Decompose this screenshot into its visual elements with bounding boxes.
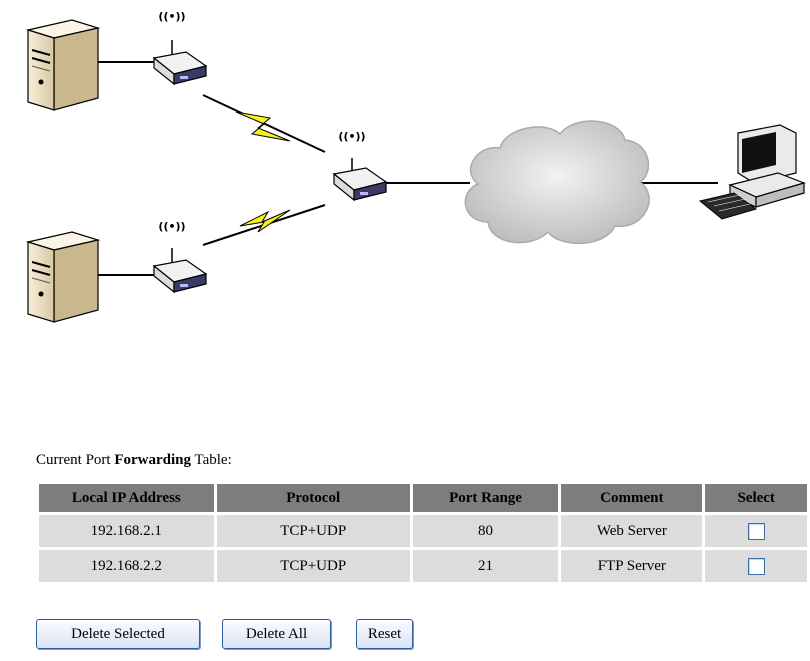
wireless-adapter-icon xyxy=(154,248,206,292)
wireless-adapter-icon xyxy=(154,40,206,84)
cell-select xyxy=(705,515,807,547)
table-header-row: Local IP Address Protocol Port Range Com… xyxy=(39,484,807,512)
select-checkbox[interactable] xyxy=(748,523,765,540)
cell-port-range: 80 xyxy=(413,515,558,547)
column-header-comment: Comment xyxy=(561,484,702,512)
wifi-signal-icon: ((•)) xyxy=(158,10,185,23)
table-title-text: Current Port xyxy=(36,452,114,468)
desktop-computer-icon xyxy=(700,125,804,219)
column-header-protocol: Protocol xyxy=(217,484,410,512)
cell-comment: Web Server xyxy=(561,515,702,547)
column-header-select: Select xyxy=(705,484,807,512)
table-title-bold-text: Forwarding xyxy=(114,452,191,468)
port-forwarding-table: Local IP Address Protocol Port Range Com… xyxy=(36,481,810,585)
wireless-router-icon xyxy=(334,158,386,200)
cell-protocol: TCP+UDP xyxy=(217,550,410,582)
table-title-suffix-text: Table: xyxy=(191,452,232,468)
cell-port-range: 21 xyxy=(413,550,558,582)
server-icon xyxy=(28,20,98,110)
select-checkbox[interactable] xyxy=(748,558,765,575)
column-header-port-range: Port Range xyxy=(413,484,558,512)
cell-protocol: TCP+UDP xyxy=(217,515,410,547)
reset-button[interactable]: Reset xyxy=(356,619,413,649)
wifi-signal-icon: ((•)) xyxy=(158,220,185,233)
column-header-local-ip: Local IP Address xyxy=(39,484,214,512)
cell-select xyxy=(705,550,807,582)
table-row: 192.168.2.1 TCP+UDP 80 Web Server xyxy=(39,515,807,547)
cell-comment: FTP Server xyxy=(561,550,702,582)
lightning-bolt-icon xyxy=(240,210,290,232)
delete-selected-button[interactable]: Delete Selected xyxy=(36,619,200,649)
lightning-bolt-icon xyxy=(236,112,290,141)
network-diagram: ((•)) ((•)) ((•)) xyxy=(0,0,810,400)
server-icon xyxy=(28,232,98,322)
internet-cloud-icon xyxy=(465,121,649,243)
table-row: 192.168.2.2 TCP+UDP 21 FTP Server xyxy=(39,550,807,582)
wifi-signal-icon: ((•)) xyxy=(338,130,365,143)
cell-local-ip: 192.168.2.2 xyxy=(39,550,214,582)
cell-local-ip: 192.168.2.1 xyxy=(39,515,214,547)
table-title: Current Port Forwarding Table: xyxy=(36,452,232,469)
delete-all-button[interactable]: Delete All xyxy=(222,619,331,649)
